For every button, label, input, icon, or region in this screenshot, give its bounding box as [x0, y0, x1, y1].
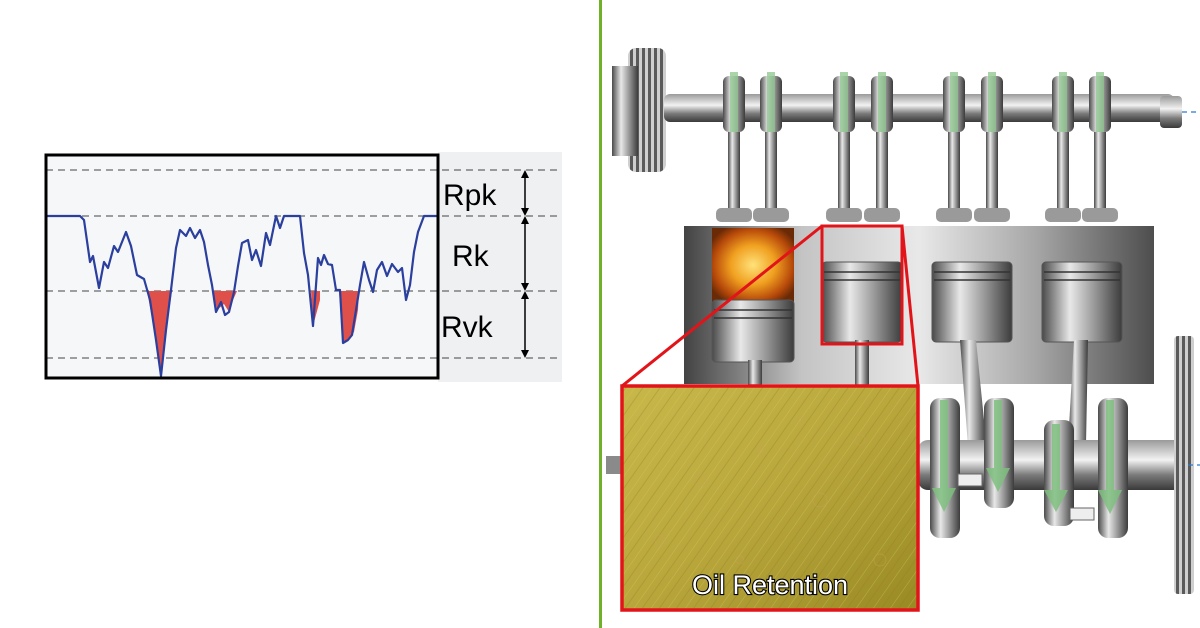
inset-frame — [620, 384, 920, 612]
dimension-arrows — [521, 170, 529, 358]
rvk-label: Rvk — [441, 311, 494, 344]
crankshaft-flow-arrows — [932, 400, 1122, 514]
valves — [716, 72, 1118, 222]
zoom-source-box — [820, 224, 904, 346]
scale-panel — [438, 152, 562, 382]
valley-fill-1 — [147, 291, 172, 376]
pistons — [711, 261, 1123, 363]
camshaft-end — [1160, 96, 1182, 128]
reference-lines — [46, 169, 560, 359]
zoom-callout — [621, 224, 920, 388]
rpk-label: Rpk — [443, 179, 497, 212]
profile-background — [46, 155, 438, 378]
combustion-flame — [712, 228, 794, 302]
camshaft — [664, 94, 1174, 122]
roughness-profile-line — [46, 214, 438, 378]
profile-frame — [44, 153, 440, 380]
connecting-rods — [748, 340, 1088, 446]
valley-fills — [147, 291, 359, 376]
engine-diagram: Oil Retention — [606, 48, 1200, 612]
panel-divider — [599, 0, 602, 628]
oil-retention-inset: Oil Retention — [620, 384, 920, 612]
roughness-diagram: Rpk Rk Rvk — [44, 152, 562, 382]
valley-fill-4 — [339, 291, 359, 343]
camshaft-gear — [612, 48, 666, 172]
rk-label: Rk — [452, 240, 490, 273]
oil-retention-label: Oil Retention — [692, 570, 848, 600]
